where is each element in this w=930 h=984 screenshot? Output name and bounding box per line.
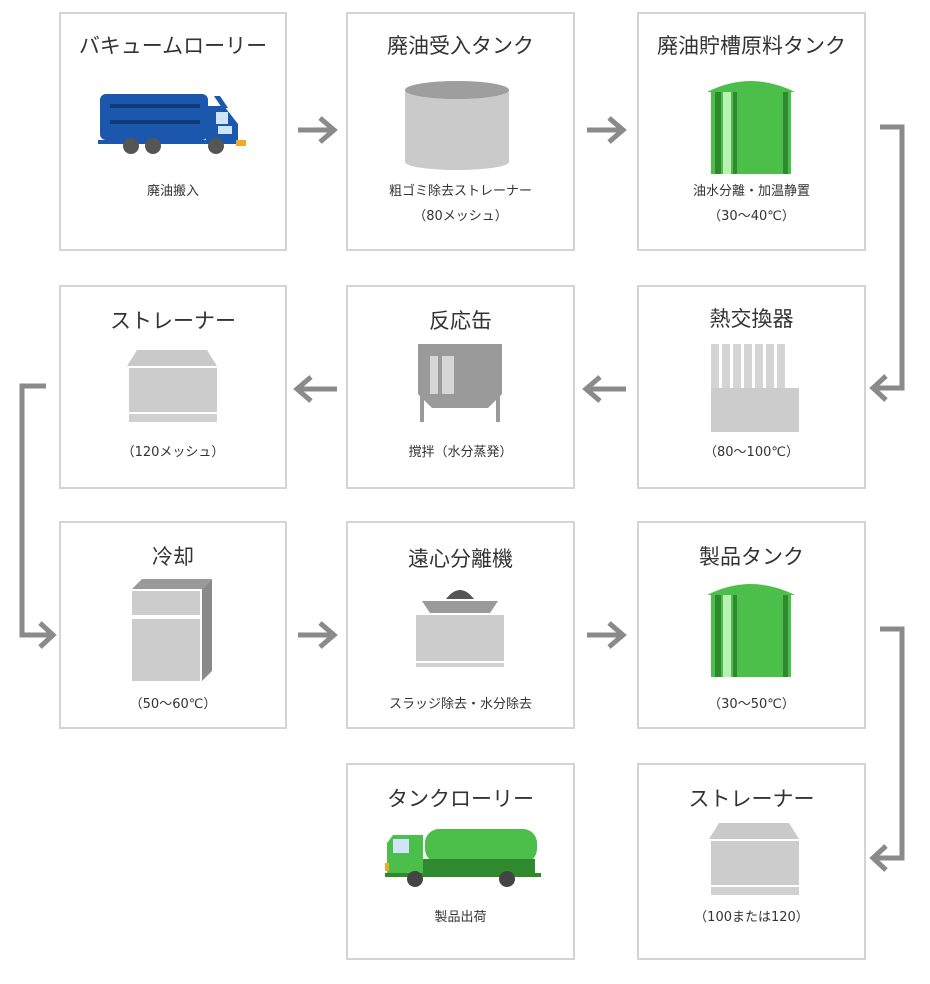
step-title: 廃油貯槽原料タンク (657, 34, 846, 58)
step-waste-oil-receiving-tank: 廃油受入タンク 粗ゴミ除去ストレーナー （80メッシュ） (346, 12, 575, 251)
heat-exchanger-icon (711, 344, 799, 432)
green-tank-icon (707, 81, 795, 174)
step-caption: スラッジ除去・水分除去 (388, 697, 532, 712)
step-title: 遠心分離機 (408, 547, 513, 571)
step-cooling: 冷却 （50～60℃） (59, 521, 287, 729)
arrow-right-icon (587, 116, 627, 144)
step-caption: 油水分離・加温静置 (692, 184, 810, 199)
step-reaction-vessel: 反応缶 撹拌（水分蒸発） (346, 285, 575, 489)
arrow-right-icon (298, 116, 338, 144)
centrifuge-icon (416, 590, 504, 667)
step-caption: 廃油搬入 (146, 184, 199, 199)
step-heat-exchanger: 熱交換器 （80～100℃） (637, 285, 866, 489)
green-tank-icon (707, 584, 795, 677)
connector-arrow-icon (869, 124, 905, 402)
step-vacuum-lorry: バキュームローリー 廃油搬入 (59, 12, 287, 251)
connector-arrow-icon (869, 626, 905, 872)
step-caption-sub: （80メッシュ） (413, 209, 508, 224)
arrow-left-icon (582, 375, 626, 403)
step-title: 廃油受入タンク (387, 34, 534, 58)
step-centrifuge: 遠心分離機 スラッジ除去・水分除去 (346, 521, 575, 729)
step-caption: 撹拌（水分蒸発） (408, 445, 513, 460)
step-strainer-120: ストレーナー （120メッシュ） (59, 285, 287, 489)
step-title: ストレーナー (688, 787, 815, 811)
reaction-vessel-icon (418, 344, 502, 422)
step-caption: 粗ゴミ除去ストレーナー (388, 184, 532, 199)
arrow-right-icon (587, 621, 627, 649)
step-title: 反応缶 (429, 309, 492, 333)
arrow-right-icon (298, 621, 338, 649)
step-caption: （30～50℃） (708, 697, 795, 712)
strainer-icon (127, 350, 217, 422)
cooler-icon (132, 579, 212, 681)
step-raw-material-tank: 廃油貯槽原料タンク 油水分離・加温静置 （30～40℃） (637, 12, 866, 251)
step-caption: （120メッシュ） (121, 445, 225, 460)
step-title: 製品タンク (699, 545, 804, 569)
step-product-tank: 製品タンク （30～50℃） (637, 521, 866, 729)
connector-arrow-icon (19, 383, 57, 649)
cylinder-tank-icon (405, 81, 509, 170)
step-strainer-final: ストレーナー （100または120） (637, 763, 866, 960)
step-caption: （100または120） (694, 910, 809, 925)
step-caption: （50～60℃） (129, 697, 217, 712)
step-title: 熱交換器 (709, 307, 794, 331)
blue-truck-icon (98, 94, 246, 154)
step-caption-sub: （30～40℃） (708, 209, 795, 224)
arrow-left-icon (293, 375, 337, 403)
step-tank-lorry: タンクローリー 製品出荷 (346, 763, 575, 960)
strainer-icon (709, 823, 799, 895)
step-title: ストレーナー (110, 309, 236, 333)
green-truck-icon (385, 829, 541, 887)
step-title: タンクローリー (387, 787, 534, 811)
step-caption: 製品出荷 (434, 910, 487, 925)
step-caption: （80～100℃） (704, 445, 799, 460)
step-title: バキュームローリー (78, 34, 268, 58)
step-title: 冷却 (152, 545, 194, 569)
